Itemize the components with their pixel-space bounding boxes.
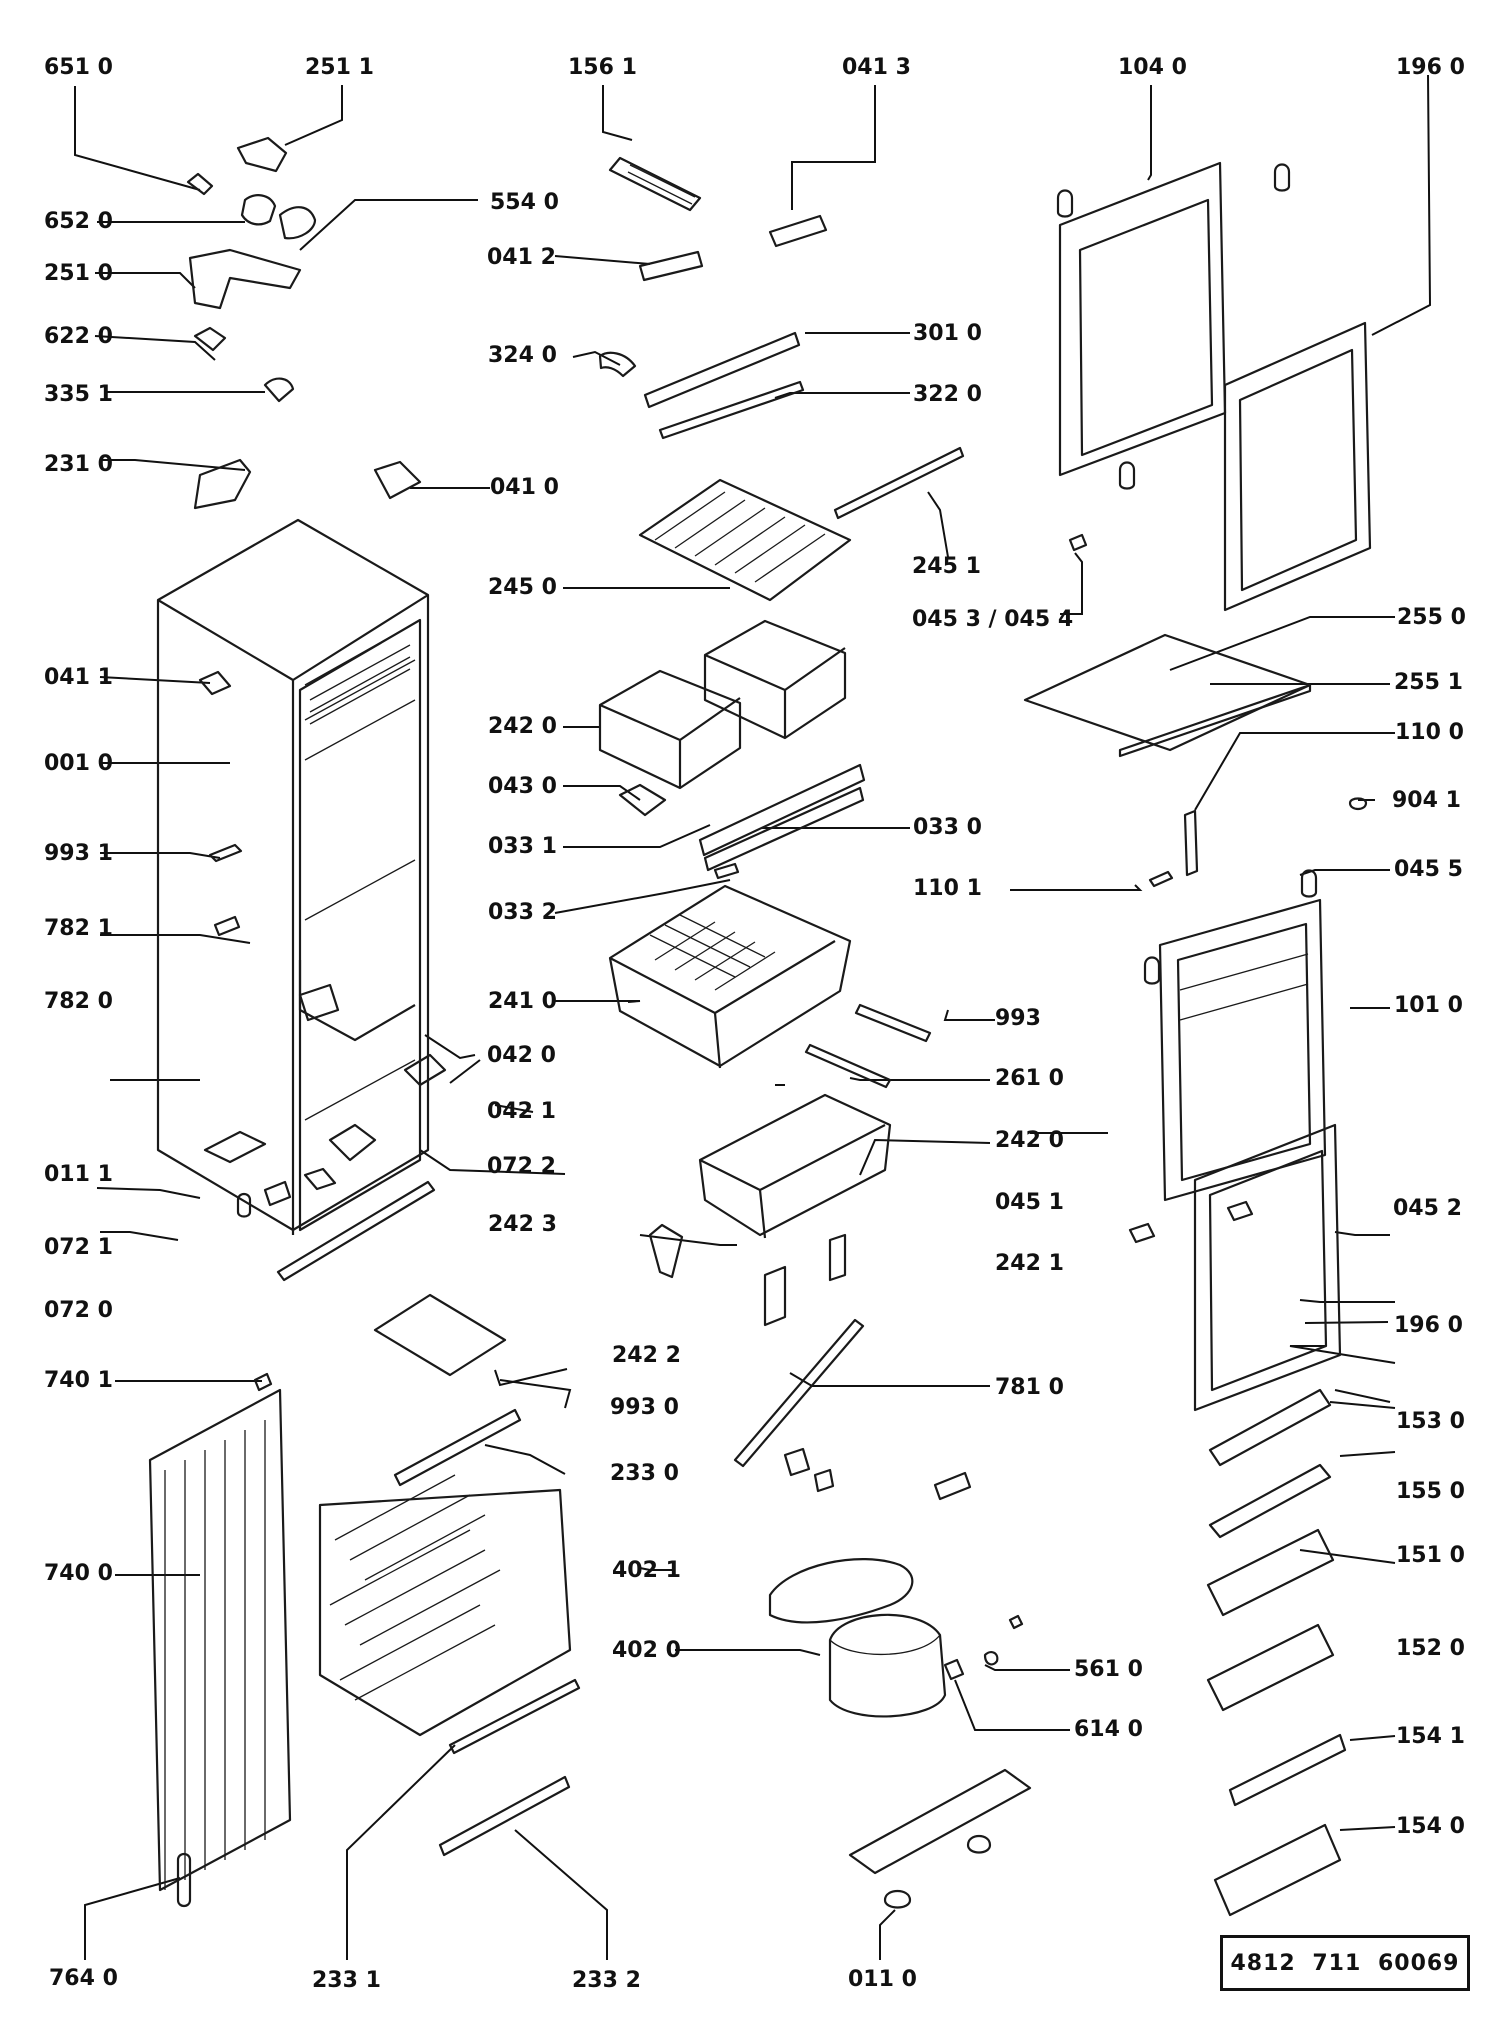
part-label: 242 0 [995, 1128, 1064, 1153]
part-label: 402 1 [612, 1558, 681, 1583]
part-label: 301 0 [913, 321, 982, 346]
part-label: 622 0 [44, 324, 113, 349]
part-label: 904 1 [1392, 788, 1461, 813]
part-label: 261 0 [995, 1066, 1064, 1091]
part-label: 072 2 [487, 1154, 556, 1179]
part-label: 740 1 [44, 1368, 113, 1393]
part-label: 041 1 [44, 665, 113, 690]
part-label: 233 2 [572, 1968, 641, 1993]
part-label: 153 0 [1396, 1409, 1465, 1434]
part-label: 245 0 [488, 575, 557, 600]
part-label: 045 5 [1394, 857, 1463, 882]
part-label: 041 3 [842, 55, 911, 80]
part-label: 231 0 [44, 452, 113, 477]
part-label: 993 1 [44, 841, 113, 866]
part-label: 154 1 [1396, 1724, 1465, 1749]
document-number-box: 4812 711 60069 [1220, 1935, 1470, 1991]
part-label: 251 1 [305, 55, 374, 80]
part-label: 764 0 [49, 1966, 118, 1991]
part-label: 651 0 [44, 55, 113, 80]
part-label: 041 2 [487, 245, 556, 270]
part-label: 993 0 [610, 1395, 679, 1420]
part-label: 561 0 [1074, 1657, 1143, 1682]
part-label: 104 0 [1118, 55, 1187, 80]
part-label: 045 1 [995, 1190, 1064, 1215]
part-label: 402 0 [612, 1638, 681, 1663]
part-label: 255 1 [1394, 670, 1463, 695]
part-label: 011 0 [848, 1967, 917, 1992]
part-label: 152 0 [1396, 1636, 1465, 1661]
part-label: 554 0 [490, 190, 559, 215]
part-label: 151 0 [1396, 1543, 1465, 1568]
part-label: 033 0 [913, 815, 982, 840]
part-label: 242 3 [488, 1212, 557, 1237]
document-number: 4812 711 60069 [1230, 1950, 1460, 1976]
part-label: 101 0 [1394, 993, 1463, 1018]
part-label: 245 1 [912, 554, 981, 579]
part-label: 196 0 [1396, 55, 1465, 80]
part-drawings [148, 136, 1372, 1917]
part-label: 110 0 [1395, 720, 1464, 745]
part-label: 041 0 [490, 475, 559, 500]
part-label: 781 0 [995, 1375, 1064, 1400]
part-label: 001 0 [44, 751, 113, 776]
part-label: 011 1 [44, 1162, 113, 1187]
part-label: 242 1 [995, 1251, 1064, 1276]
leader-lines [74, 74, 1432, 1960]
part-label: 045 3 / 045 4 [912, 607, 1074, 632]
part-label: 324 0 [488, 343, 557, 368]
part-label: 196 0 [1394, 1313, 1463, 1338]
part-label: 993 [995, 1006, 1041, 1031]
part-label: 241 0 [488, 989, 557, 1014]
part-label: 255 0 [1397, 605, 1466, 630]
part-label: 043 0 [488, 774, 557, 799]
part-label: 110 1 [913, 876, 982, 901]
part-label: 155 0 [1396, 1479, 1465, 1504]
part-label: 042 0 [487, 1043, 556, 1068]
part-label: 652 0 [44, 209, 113, 234]
part-label: 072 1 [44, 1235, 113, 1260]
part-label: 242 2 [612, 1343, 681, 1368]
part-label: 072 0 [44, 1298, 113, 1323]
part-label: 335 1 [44, 382, 113, 407]
part-label: 782 0 [44, 989, 113, 1014]
part-label: 033 1 [488, 834, 557, 859]
part-label: 322 0 [913, 382, 982, 407]
part-label: 233 1 [312, 1968, 381, 1993]
part-label: 782 1 [44, 916, 113, 941]
part-label: 242 0 [488, 714, 557, 739]
part-label: 045 2 [1393, 1196, 1462, 1221]
part-label: 251 0 [44, 261, 113, 286]
part-label: 156 1 [568, 55, 637, 80]
part-label: 154 0 [1396, 1814, 1465, 1839]
part-label: 042 1 [487, 1099, 556, 1124]
part-label: 033 2 [488, 900, 557, 925]
part-label: 233 0 [610, 1461, 679, 1486]
part-label: 614 0 [1074, 1717, 1143, 1742]
part-label: 740 0 [44, 1561, 113, 1586]
